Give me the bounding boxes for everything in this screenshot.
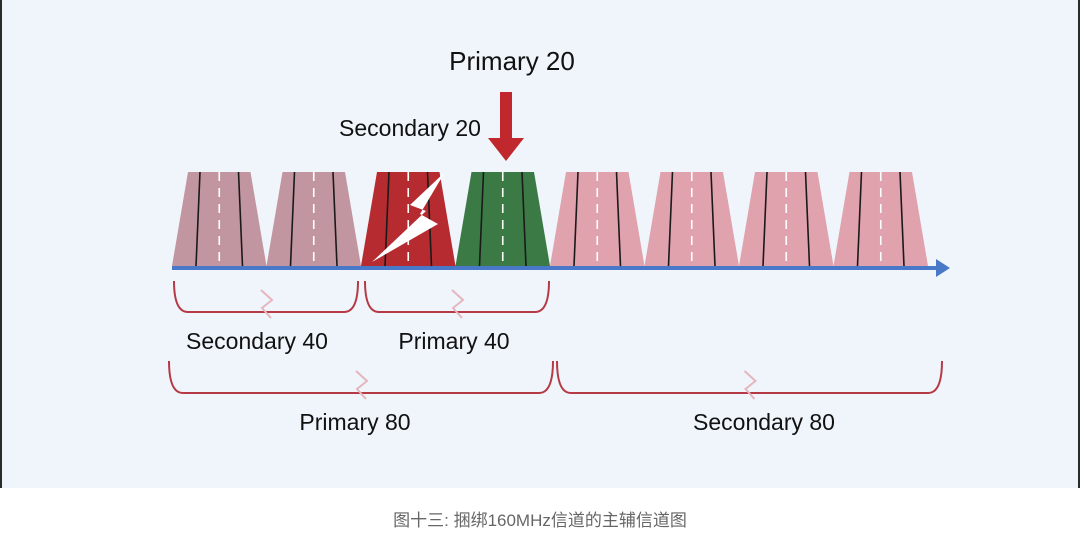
bracket-primary-80 xyxy=(168,360,554,394)
channel-8 xyxy=(833,172,928,266)
lane-line xyxy=(804,171,811,267)
channel-diagram xyxy=(168,92,950,400)
axis-arrow-icon xyxy=(936,259,950,277)
lane-line xyxy=(237,171,244,267)
channel-7 xyxy=(739,172,834,266)
primary-arrow-icon xyxy=(488,138,524,161)
bracket-secondary-40-mark xyxy=(260,289,274,319)
channel-5 xyxy=(550,172,645,266)
lane-line xyxy=(615,171,622,267)
bracket-secondary-80 xyxy=(556,360,943,394)
lane-line xyxy=(332,171,338,267)
secondary-20-label: Secondary 20 xyxy=(339,115,481,141)
lane-line xyxy=(710,171,716,267)
lane-line xyxy=(426,171,433,267)
figure-caption: 图十三: 捆绑160MHz信道的主辅信道图 xyxy=(393,511,687,530)
bracket-primary-80-mark xyxy=(355,370,369,400)
lane-line xyxy=(762,171,768,267)
channel-2 xyxy=(266,172,361,266)
channel-3 xyxy=(361,172,456,266)
interference-bolt-icon xyxy=(372,172,445,262)
primary-arrow-shaft xyxy=(500,92,512,138)
channel-1 xyxy=(172,172,267,266)
lane-line xyxy=(478,171,485,267)
secondary-40-label: Secondary 40 xyxy=(186,328,328,354)
primary-40-label: Primary 40 xyxy=(398,328,510,354)
bracket-secondary-80-mark xyxy=(743,370,758,400)
channel-6 xyxy=(644,172,739,266)
lane-line xyxy=(899,171,905,267)
lane-line xyxy=(195,171,201,267)
lane-line xyxy=(289,171,296,267)
bracket-secondary-40 xyxy=(173,280,359,313)
bracket-primary-40-mark xyxy=(451,289,465,319)
channel-4 xyxy=(455,172,550,266)
lane-line xyxy=(667,171,674,267)
lane-line xyxy=(521,171,527,267)
secondary-80-label: Secondary 80 xyxy=(693,409,835,435)
lane-line xyxy=(856,171,863,267)
diagram-panel: Primary 20 Secondary 20 Secondary 40 Pri… xyxy=(0,0,1080,488)
primary-20-label: Primary 20 xyxy=(449,46,575,76)
bracket-primary-40 xyxy=(364,280,550,313)
primary-80-label: Primary 80 xyxy=(299,409,411,435)
lane-line xyxy=(573,171,579,267)
